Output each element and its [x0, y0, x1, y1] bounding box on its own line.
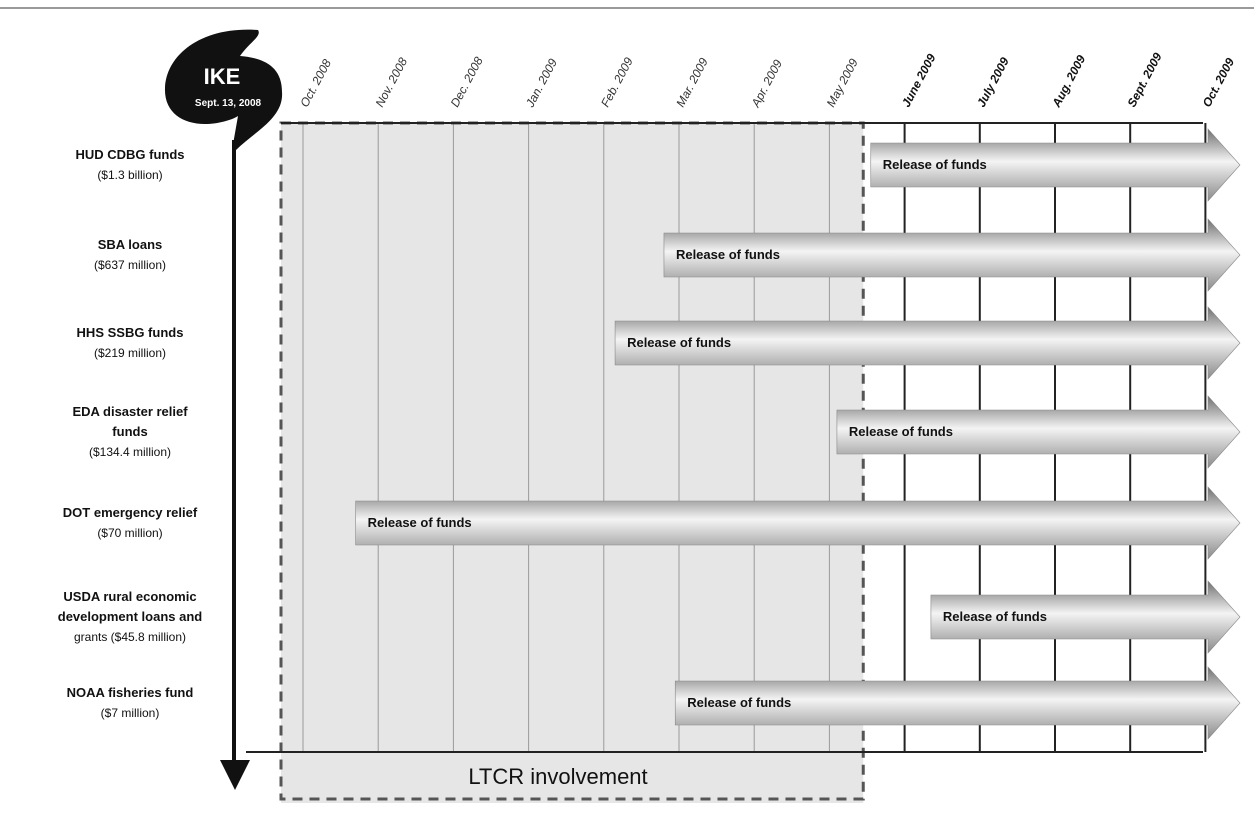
release-label: Release of funds	[883, 157, 987, 172]
month-label: Dec. 2008	[448, 54, 486, 109]
month-label: Sept. 2009	[1124, 50, 1164, 109]
program-amount: ($70 million)	[97, 526, 162, 540]
release-arrow	[870, 128, 1241, 202]
hurricane-name: IKE	[204, 64, 241, 89]
program-name: HHS SSBG funds	[77, 325, 184, 340]
release-arrow	[836, 395, 1241, 469]
release-arrow	[355, 486, 1241, 560]
release-label: Release of funds	[676, 247, 780, 262]
program-amount: ($1.3 billion)	[97, 168, 162, 182]
row-labels: HUD CDBG funds ($1.3 billion) SBA loans ($6…	[58, 147, 203, 720]
month-label: May 2009	[824, 56, 861, 109]
month-labels: Oct. 2008 Nov. 2008 Dec. 2008 Jan. 2009 Feb.…	[297, 50, 1237, 110]
program-amount: ($219 million)	[94, 346, 166, 360]
program-name: DOT emergency relief	[63, 505, 198, 520]
release-label: Release of funds	[627, 335, 731, 350]
month-label: Feb. 2009	[598, 55, 636, 110]
program-name: USDA rural economic	[63, 589, 196, 604]
month-label: Oct. 2009	[1200, 55, 1238, 109]
program-name: HUD CDBG funds	[75, 147, 184, 162]
month-label: June 2009	[899, 51, 939, 109]
month-label: Nov. 2008	[372, 55, 410, 109]
month-label: July 2009	[974, 55, 1012, 110]
top-rule	[0, 7, 1254, 9]
month-label: Oct. 2008	[297, 57, 334, 110]
release-arrow	[930, 580, 1241, 654]
program-amount: grants ($45.8 million)	[74, 630, 186, 644]
month-label: Jan. 2009	[522, 56, 560, 110]
program-name: NOAA fisheries fund	[67, 685, 194, 700]
release-label: Release of funds	[849, 424, 953, 439]
release-label: Release of funds	[368, 515, 472, 530]
release-arrow	[614, 306, 1241, 380]
release-label: Release of funds	[687, 695, 791, 710]
program-name: funds	[112, 424, 147, 439]
release-arrow	[663, 218, 1241, 292]
hurricane-swirl-icon	[164, 29, 283, 150]
hurricane-badge: IKE Sept. 13, 2008	[164, 29, 283, 150]
month-label: Apr. 2009	[748, 57, 785, 110]
month-label: Mar. 2009	[673, 55, 711, 109]
program-name: development loans and	[58, 609, 203, 624]
release-label: Release of funds	[943, 609, 1047, 624]
program-amount: ($7 million)	[101, 706, 160, 720]
time-arrow-head-icon	[220, 760, 250, 790]
program-amount: ($637 million)	[94, 258, 166, 272]
ltcr-label: LTCR involvement	[468, 764, 647, 789]
program-amount: ($134.4 million)	[89, 445, 171, 459]
release-arrow	[674, 666, 1241, 740]
program-name: EDA disaster relief	[72, 404, 188, 419]
month-label: Aug. 2009	[1049, 52, 1089, 110]
program-name: SBA loans	[98, 237, 163, 252]
hurricane-date: Sept. 13, 2008	[195, 98, 262, 109]
